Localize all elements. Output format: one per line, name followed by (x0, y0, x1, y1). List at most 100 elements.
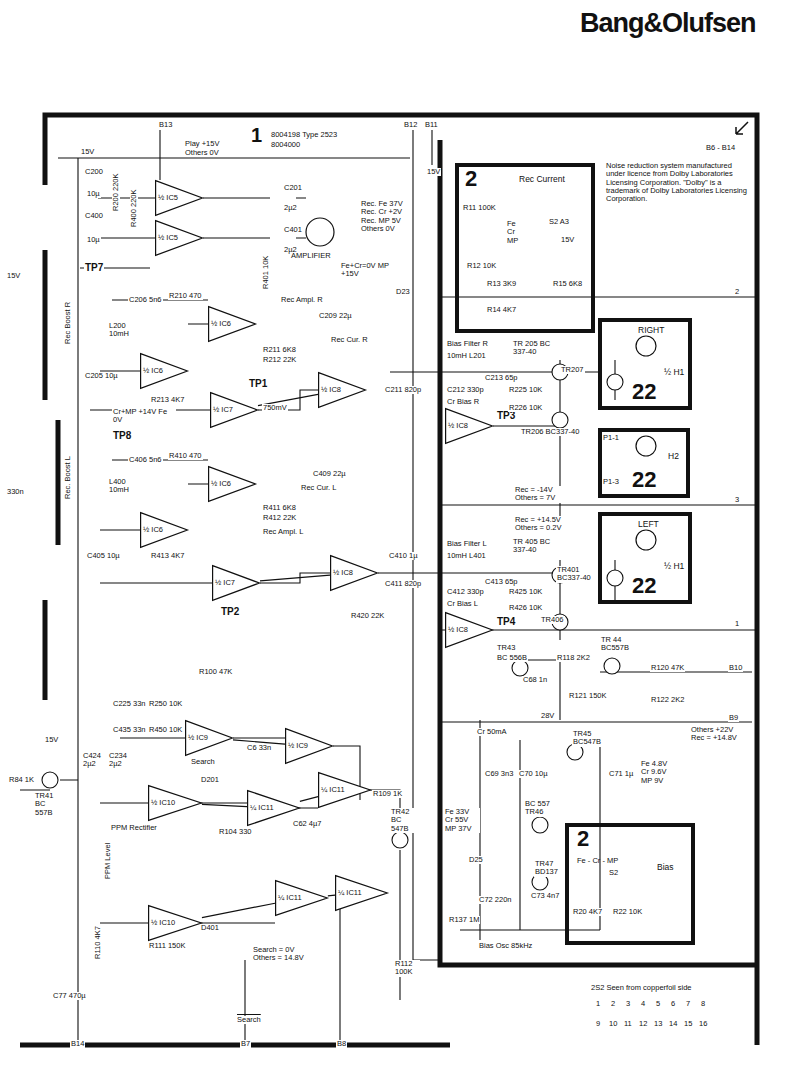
triangle-shape (141, 513, 188, 548)
component-label: TP2 (220, 606, 240, 617)
component-label: 8004198 Type 2523 (270, 131, 338, 139)
triangle-shape (156, 181, 203, 216)
component-label: R210 470 (168, 292, 203, 300)
component-label: B13 (158, 121, 173, 129)
component-label: C77 470µ (52, 992, 87, 1000)
component-label: R14 4K7 (486, 306, 517, 314)
component-label: R100 47K (198, 668, 233, 676)
component-label: Others 0V (184, 149, 220, 157)
op-amp-triangle: ½ IC7 (212, 565, 260, 601)
component-label: C213 65p (484, 374, 519, 382)
component-label: Search (190, 758, 216, 766)
node-text: ½ IC9 (288, 742, 308, 750)
tape-head-symbol (636, 336, 656, 550)
component-label: 2S2 Seen from copperfoil side (590, 984, 692, 992)
component-label: L200 10mH (108, 322, 142, 339)
component-label: R413 4K7 (150, 552, 185, 560)
component-label: Bias Filter R (446, 340, 489, 348)
op-amp-triangle: ½ IC9 (285, 728, 333, 764)
component-label: BC 557 TR46 (524, 800, 554, 817)
node-text: S2 (609, 869, 618, 877)
signal-connector (202, 804, 247, 806)
node-text: 22 (632, 380, 656, 404)
node-text: ½ IC6 (143, 367, 163, 375)
triangle-shape (211, 393, 258, 428)
node-text: ½ IC6 (211, 480, 231, 488)
component-label: 14 (668, 1020, 678, 1028)
op-amp-triangle: ¼ IC11 (335, 875, 388, 911)
component-label: TP1 (248, 378, 268, 389)
component-label: C400 (84, 212, 104, 220)
component-label: R20 4K7 (572, 908, 603, 916)
component-label: D401 (200, 924, 220, 932)
component-label: C424 2µ2 (82, 752, 106, 769)
node-text: ½ IC5 (158, 194, 178, 202)
component-label: TR 44 BC557B (600, 636, 636, 653)
triangle-shape (446, 613, 493, 648)
component-label: 10µ (86, 236, 101, 244)
component-label: R12 10K (466, 262, 497, 270)
component-label: 16 (698, 1020, 708, 1028)
component-label: R200 220K (112, 172, 120, 212)
triangle-shape (209, 467, 256, 502)
component-label: Rec Boost R (64, 301, 72, 345)
component-label: S2 A3 (548, 218, 570, 226)
component-label: C412 330p (446, 588, 485, 596)
component-label: B10 (728, 664, 743, 672)
component-label: 10mH L201 (446, 352, 487, 360)
component-label: C410 1µ (388, 552, 419, 560)
component-label: TR42 BC 547B (390, 808, 420, 833)
op-amp-triangle: ½ IC6 (208, 306, 256, 342)
component-label: C435 33n (112, 726, 147, 734)
component-label: TR401 BC337-40 (556, 566, 598, 583)
component-label: TR43 (496, 644, 516, 652)
triangle-shape (149, 906, 202, 941)
component-label: C234 2µ2 (108, 752, 132, 769)
component-label: 11 (623, 1020, 633, 1028)
component-label: Cr 50mA (476, 728, 508, 736)
triangle-shape (186, 721, 233, 756)
component-label: B12 (403, 121, 418, 129)
component-label: 7 (685, 1000, 691, 1008)
op-amp-triangle: ½ IC8 (445, 612, 493, 648)
node-text: 2 (465, 167, 477, 191)
component-label: C212 330p (446, 386, 485, 394)
component-label: R111 150K (148, 942, 186, 950)
node-text: ½ IC8 (448, 626, 468, 634)
node-text: ½ IC7 (215, 579, 235, 587)
component-label: B14 (70, 1040, 85, 1048)
component-label: TP8 (112, 430, 132, 441)
component-label: C72 220n (478, 896, 513, 904)
component-label: AMPLIFIER (290, 252, 332, 260)
amplifier-socket (306, 218, 334, 246)
component-label: Cr Bias R (446, 398, 480, 406)
node-text: LEFT (638, 520, 659, 529)
node-text: ½ IC10 (151, 799, 175, 807)
op-amp-triangle: ½ IC8 (330, 555, 378, 591)
bordered-section: LEFT½ H122 (598, 512, 692, 604)
node-text: ½ IC8 (333, 569, 353, 577)
triangle-shape (149, 786, 202, 821)
component-label: R401 10K (262, 255, 270, 290)
bordered-section: 2 Rec Current (455, 163, 595, 333)
component-label: PPM Rectifier (110, 824, 158, 832)
component-label: TR47 BD137 (534, 860, 564, 877)
component-label: D25 (468, 856, 484, 864)
component-label: Play +15V (184, 140, 220, 148)
component-label: 2 (610, 1000, 616, 1008)
component-label: R15 6K8 (552, 280, 583, 288)
component-label: TR406 (540, 616, 565, 624)
op-amp-triangle: ½ IC8 (445, 408, 493, 444)
node-text: ¼ IC11 (250, 804, 274, 812)
node-text: Rec Current (519, 175, 565, 184)
component-label: R212 22K (262, 356, 297, 364)
component-label: Cr+MP +14V Fe 0V (112, 408, 176, 425)
component-label: C409 22µ (312, 470, 347, 478)
component-label: R225 10K (508, 386, 543, 394)
transistor-symbol (42, 364, 623, 890)
op-amp-triangle: ½ IC5 (155, 180, 203, 216)
component-label: R118 2K2 (556, 654, 591, 662)
component-label: 28V (540, 712, 555, 720)
component-label: Rec Ampl. L (262, 528, 304, 536)
signal-connector (328, 895, 335, 897)
